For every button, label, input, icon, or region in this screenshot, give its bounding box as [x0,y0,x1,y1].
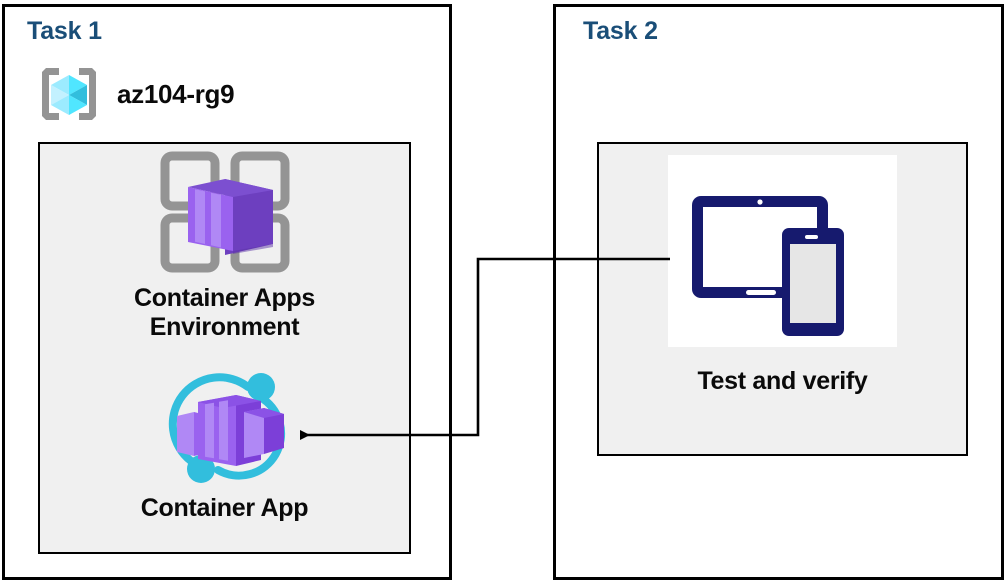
node-test-and-verify: Test and verify [597,155,968,396]
container-app-label: Container App [140,494,309,522]
task-2-title: Task 2 [583,17,658,45]
test-and-verify-label: Test and verify [697,367,868,395]
node-container-apps-environment: Container Apps Environment [38,150,411,341]
resource-group-header: az104-rg9 [33,58,235,130]
resource-group-icon [42,68,96,120]
resource-group-label: az104-rg9 [117,78,235,109]
container-app-icon [160,362,290,488]
devices-tablet-phone-icon [668,155,897,347]
orbit-dot-bottom [186,455,215,483]
orbit-dot-top [246,373,275,401]
task-1-title: Task 1 [27,17,102,45]
container-apps-environment-icon [155,150,295,278]
node-container-app: Container App [38,362,411,523]
container-apps-environment-label: Container Apps Environment [134,284,315,341]
